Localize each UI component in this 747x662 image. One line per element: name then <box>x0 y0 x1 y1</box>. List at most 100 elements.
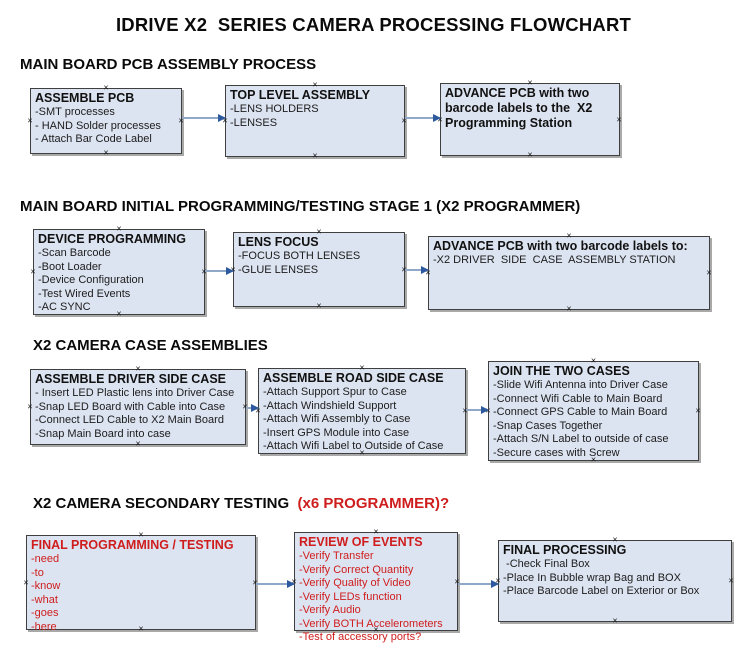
process-step: -Attach Support Spur to Case <box>263 386 407 398</box>
anchor-marker-icon: × <box>316 300 322 311</box>
process-step: -Test of accessory ports? <box>299 631 422 643</box>
process-box: LENS FOCUS-FOCUS BOTH LENSES-GLUE LENSES… <box>230 227 406 310</box>
anchor-marker-icon: × <box>30 266 36 277</box>
process-step: -Verify Audio <box>299 604 361 616</box>
section-heading: X2 CAMERA SECONDARY TESTING (x6 PROGRAMM… <box>33 495 449 512</box>
process-step: -AC SYNC <box>38 301 91 313</box>
process-step: -know <box>31 580 61 592</box>
process-box: JOIN THE TWO CASES-Slide Wifi Antenna in… <box>485 356 701 464</box>
process-box-title: ADVANCE PCB with two barcode labels to: <box>433 239 688 253</box>
process-box: TOP LEVEL ASSEMBLY-LENS HOLDERS-LENSES××… <box>222 80 406 160</box>
process-step: -Verify Transfer <box>299 550 374 562</box>
process-step: -Verify BOTH Accelerometers <box>299 617 443 630</box>
process-step: -Attach Wifi Label to Outside of Case <box>263 440 444 452</box>
process-box-title: JOIN THE TWO CASES <box>493 364 630 378</box>
process-step: -what <box>31 593 58 606</box>
arrow-head-icon <box>481 406 489 414</box>
process-step: -Place In Bubble wrap Bag and BOX <box>503 571 681 584</box>
process-box-title: DEVICE PROGRAMMING <box>38 232 186 246</box>
section-heading-text: MAIN BOARD INITIAL PROGRAMMING/TESTING S… <box>20 198 581 215</box>
process-step: -to <box>31 566 44 579</box>
flow-arrow <box>466 406 489 414</box>
process-step: -Verify Correct Quantity <box>299 563 414 576</box>
process-box: DEVICE PROGRAMMING-Scan Barcode-Boot Loa… <box>30 224 207 318</box>
flow-arrow <box>256 580 295 588</box>
process-step: -here <box>31 620 57 633</box>
anchor-marker-icon: × <box>312 150 318 161</box>
process-step: -Device Configuration <box>38 274 144 286</box>
section-heading: MAIN BOARD INITIAL PROGRAMMING/TESTING S… <box>20 198 580 215</box>
process-step: -Boot Loader <box>38 260 102 273</box>
process-box: REVIEW OF EVENTS-Verify Transfer-Verify … <box>291 527 459 643</box>
process-box: FINAL PROCESSING -Check Final Box-Place … <box>495 535 733 625</box>
arrow-head-icon <box>251 404 259 412</box>
process-box-title: TOP LEVEL ASSEMBLY <box>230 88 371 102</box>
process-step: -SMT processes <box>35 106 115 118</box>
process-step: -Connect GPS Cable to Main Board <box>493 406 668 418</box>
flow-arrow <box>205 267 234 275</box>
flow-arrow <box>458 580 499 588</box>
process-box-title: LENS FOCUS <box>238 235 319 249</box>
process-step: -GLUE LENSES <box>238 263 319 276</box>
anchor-marker-icon: × <box>616 114 622 124</box>
process-step: -Attach S/N Label to outside of case <box>493 433 669 445</box>
flow-arrow <box>405 114 441 122</box>
process-step: -Secure cases with Screw <box>493 446 620 459</box>
anchor-marker-icon: × <box>201 266 207 277</box>
process-step: -need <box>31 553 60 565</box>
process-step: -Snap Cases Together <box>493 419 603 432</box>
anchor-marker-icon: × <box>612 615 618 626</box>
anchor-marker-icon: × <box>27 401 33 412</box>
section-heading-text: MAIN BOARD PCB ASSEMBLY PROCESS <box>20 56 317 73</box>
process-step: -LENSES <box>230 116 278 129</box>
flow-arrow <box>246 404 259 412</box>
anchor-marker-icon: × <box>695 405 701 416</box>
arrow-head-icon <box>433 114 441 122</box>
process-step: -Snap LED Board with Cable into Case <box>35 400 226 413</box>
process-step: -Connect LED Cable to X2 Main Board <box>35 414 224 426</box>
process-step: -Place Barcode Label on Exterior or Box <box>503 585 700 597</box>
arrow-head-icon <box>287 580 295 588</box>
process-box-title: REVIEW OF EVENTS <box>299 535 423 549</box>
process-box-title: ASSEMBLE PCB <box>35 91 135 105</box>
process-box: ASSEMBLE DRIVER SIDE CASE- Insert LED Pl… <box>27 364 247 448</box>
process-step: -LENS HOLDERS <box>230 103 319 115</box>
process-box-title: ASSEMBLE DRIVER SIDE CASE <box>35 372 227 386</box>
process-step: -Attach Wifi Assembly to Case <box>263 413 411 425</box>
process-box-title: ADVANCE PCB with two barcode labels to t… <box>445 86 596 130</box>
process-step: -Snap Main Board into case <box>35 427 171 440</box>
process-step: -FOCUS BOTH LENSES <box>238 250 361 262</box>
arrow-head-icon <box>421 266 429 274</box>
anchor-marker-icon: × <box>706 267 712 278</box>
process-box: FINAL PROGRAMMING / TESTING-need-to-know… <box>23 530 257 633</box>
section-heading-text: X2 CAMERA SECONDARY TESTING <box>33 495 294 512</box>
flow-arrow <box>182 114 226 122</box>
process-step: - Attach Bar Code Label <box>35 133 152 145</box>
flow-arrow <box>405 266 429 274</box>
process-step: -Connect Wifi Cable to Main Board <box>493 392 663 405</box>
process-step: - HAND Solder processes <box>35 119 161 132</box>
process-step: -Slide Wifi Antenna into Driver Case <box>493 379 668 391</box>
process-step: -Verify Quality of Video <box>299 577 411 589</box>
process-box-title: FINAL PROGRAMMING / TESTING <box>31 538 234 552</box>
process-step: -X2 DRIVER SIDE CASE ASSEMBLY STATION <box>433 254 676 266</box>
anchor-marker-icon: × <box>23 577 29 587</box>
process-step: -Scan Barcode <box>38 247 111 259</box>
process-box: ADVANCE PCB with two barcode labels to:-… <box>425 231 712 313</box>
process-box: ASSEMBLE PCB-SMT processes- HAND Solder … <box>27 83 183 157</box>
process-box-title: FINAL PROCESSING <box>503 543 627 557</box>
process-step: -goes <box>31 607 59 619</box>
process-step: -Test Wired Events <box>38 287 131 300</box>
anchor-marker-icon: × <box>527 149 533 160</box>
anchor-marker-icon: × <box>103 147 109 158</box>
process-box-title: ASSEMBLE ROAD SIDE CASE <box>263 371 444 385</box>
process-step: -Verify LEDs function <box>299 590 402 603</box>
anchor-marker-icon: × <box>27 115 33 126</box>
section-heading: X2 CAMERA CASE ASSEMBLIES <box>33 337 268 354</box>
arrow-head-icon <box>218 114 226 122</box>
process-box: ADVANCE PCB with two barcode labels to t… <box>437 78 622 159</box>
process-step: -Insert GPS Module into Case <box>263 426 410 439</box>
section-heading-suffix: (x6 PROGRAMMER)? <box>293 495 450 512</box>
section-heading: MAIN BOARD PCB ASSEMBLY PROCESS <box>20 56 316 73</box>
